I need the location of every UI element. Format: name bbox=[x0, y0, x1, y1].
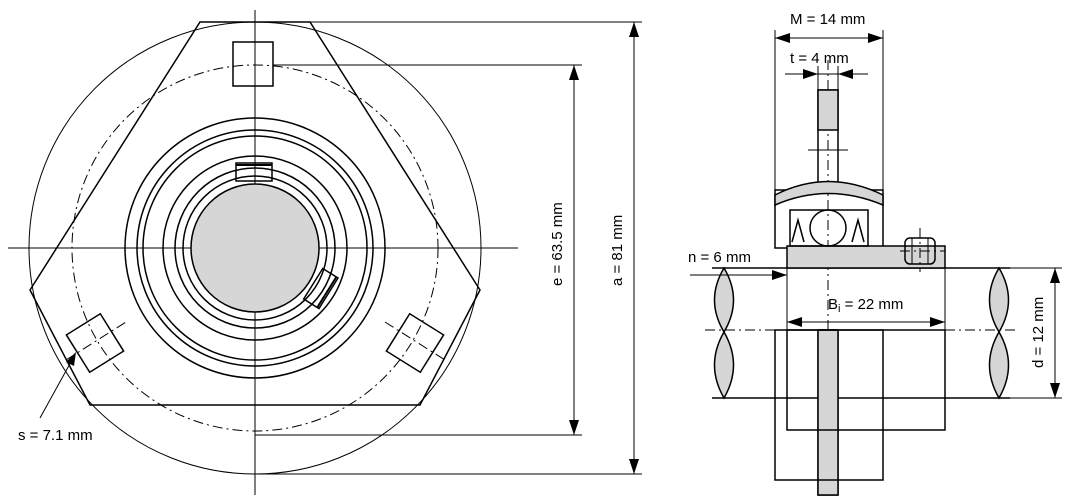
s-dimension-label: s = 7.1 mm bbox=[18, 427, 93, 444]
d-arrow-bottom bbox=[1050, 383, 1060, 398]
set-screw-right-mark bbox=[316, 276, 338, 309]
shaft-break-left-lower bbox=[713, 330, 735, 400]
set-screw-top bbox=[235, 162, 273, 182]
d-dimension-label: d = 12 mm bbox=[1030, 297, 1047, 368]
housing-ring-outer bbox=[124, 117, 386, 379]
t-arrow-left bbox=[803, 69, 818, 79]
bearing-ball bbox=[809, 209, 847, 247]
dimension-t: t = 4 mm bbox=[785, 50, 868, 92]
Bi-arrow-right bbox=[930, 317, 945, 327]
bolt-hole-lower-right bbox=[385, 312, 445, 374]
shaft-section bbox=[190, 183, 320, 313]
shaft-break-right-upper bbox=[988, 266, 1010, 334]
flange-plate-bottom-shade bbox=[817, 329, 839, 496]
Bi-label-main: B bbox=[828, 296, 838, 313]
dimension-d: d = 12 mm bbox=[1000, 267, 1062, 399]
Bi-label-rest: = 22 mm bbox=[840, 296, 903, 313]
d-arrow-top bbox=[1050, 268, 1060, 283]
shaft-break-right-lower bbox=[988, 330, 1010, 400]
e-dimension-label: e = 63.5 mm bbox=[549, 202, 566, 286]
seal-left bbox=[791, 217, 805, 243]
housing-ring-3 bbox=[142, 135, 368, 361]
a-arrow-top bbox=[629, 22, 639, 37]
dimension-a: a = 81 mm bbox=[255, 21, 642, 475]
t-dimension-label: t = 4 mm bbox=[790, 50, 849, 67]
M-dimension-label: M = 14 mm bbox=[790, 11, 865, 28]
s-leader bbox=[39, 359, 73, 419]
M-arrow-right bbox=[868, 33, 883, 43]
t-arrow-right bbox=[838, 69, 853, 79]
shaft-break-left-upper bbox=[713, 266, 735, 334]
Bi-label-sub: i bbox=[838, 303, 840, 315]
front-view: s = 7.1 mm bbox=[8, 10, 518, 495]
set-screw-right bbox=[302, 267, 340, 310]
Bi-arrow-left bbox=[787, 317, 802, 327]
n-arrow bbox=[772, 270, 787, 280]
M-arrow-left bbox=[775, 33, 790, 43]
Bi-dimension-label: Bi = 22 mm bbox=[828, 296, 903, 315]
flange-plate-top-shade bbox=[817, 89, 839, 131]
side-view bbox=[705, 60, 1015, 496]
dimension-Bi: Bi = 22 mm bbox=[787, 268, 946, 430]
bolt-hole-left-center bbox=[65, 321, 127, 361]
seal-right bbox=[851, 217, 865, 243]
bearing-ring-outer bbox=[162, 155, 348, 341]
bolt-hole-lower-left bbox=[65, 312, 125, 374]
a-arrow-bottom bbox=[629, 459, 639, 474]
bearing-ring-bore bbox=[182, 175, 328, 321]
inner-ring-lower bbox=[786, 329, 946, 431]
e-arrow-bottom bbox=[569, 420, 579, 435]
dimension-M: M = 14 mm bbox=[774, 11, 884, 190]
bearing-ring-inner bbox=[174, 167, 336, 329]
bolt-hole-right-center bbox=[384, 321, 446, 361]
housing-flange-curve bbox=[774, 180, 884, 207]
s-leader-arrow bbox=[66, 352, 76, 366]
housing-ring-2 bbox=[136, 129, 374, 367]
dimension-e: e = 63.5 mm bbox=[255, 64, 582, 436]
e-arrow-top bbox=[569, 65, 579, 80]
n-dimension-label: n = 6 mm bbox=[688, 249, 751, 266]
a-dimension-label: a = 81 mm bbox=[609, 215, 626, 286]
dimension-n: n = 6 mm bbox=[688, 249, 788, 330]
bolt-hole-top bbox=[232, 41, 274, 87]
